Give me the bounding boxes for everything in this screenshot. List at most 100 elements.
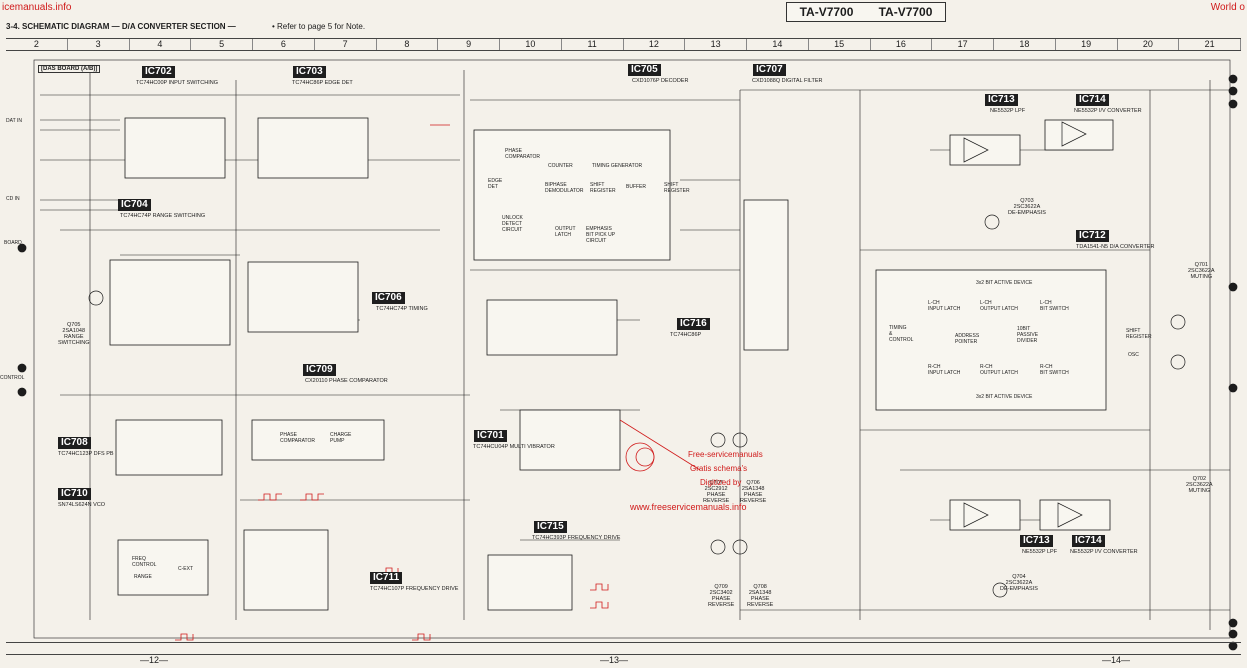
ic703-body [257,117,369,179]
page-number-13: —13— [600,655,629,665]
zone: 17 [932,39,994,50]
ic702-sub: TC74HC00P INPUT SWITCHING [136,80,219,86]
emphasis-block: EMPHASIS BIT PICK UP CIRCUIT [586,226,616,244]
page-number-12: —12— [140,655,169,665]
zone: 20 [1118,39,1180,50]
zone: 5 [191,39,253,50]
board-outline [33,59,1231,639]
transistor-q705 [88,290,104,306]
ic714b-sub: NE5532P I/V CONVERTER [1070,549,1138,555]
freq-control-block: FREQ CONTROL [132,556,157,568]
watermark-line-1: Free-servicemanuals [688,450,763,459]
board-label: [DAS BOARD (A/B)] [38,65,101,73]
q703-label: Q703 2SC3622A DE-EMPHASIS [1008,198,1046,216]
transistor-q707 [710,432,726,448]
ic706-label: IC706 [372,292,405,304]
ic715-label: IC715 [534,521,567,533]
ic714a-label: IC714 [1076,94,1109,106]
watermark-logo [625,442,655,472]
transistor-q704 [992,582,1008,598]
connector-3 [17,387,27,397]
zone: 8 [377,39,439,50]
model-box: TA-V7700 TA-V7700 [786,2,946,22]
l-output-latch-block: L-CH OUTPUT LATCH [980,300,1018,312]
model-name-1: TA-V7700 [799,5,854,19]
ic710-sub: SN74LS624N VCO [58,502,106,508]
ic701-body [519,409,621,471]
zone-ruler-bottom [6,642,1241,655]
opamp-symbol [1057,502,1083,528]
unlock-detect-block: UNLOCK DETECT CIRCUIT [502,215,523,233]
r-bit-switch-block: R-CH BIT SWITCH [1040,364,1069,376]
zone: 11 [562,39,624,50]
buffer-block: BUFFER [626,184,646,190]
zone: 13 [685,39,747,50]
site-label-right[interactable]: World o [1210,2,1245,13]
zone: 9 [438,39,500,50]
phase-comparator-block: PHASE COMPARATOR [505,148,541,160]
page-number-14: —14— [1102,655,1131,665]
ic704-label: IC704 [118,199,151,211]
edge-det-block: EDGE DET [488,178,503,190]
charge-pump-block: CHARGE PUMP [330,432,352,444]
ic704-body [109,259,231,346]
transistor-q706 [732,432,748,448]
connector-5 [17,243,27,253]
zone: 7 [315,39,377,50]
ic711-sub: TC74HC107P FREQUENCY DRIVE [370,586,459,592]
watermark-url[interactable]: www.freeservicemanuals.info [630,502,747,512]
connector-10 [1228,86,1238,96]
timing-generator-block: TIMING GENERATOR [592,163,643,169]
q701-label: Q701 2SC3622A MUTING [1188,262,1215,280]
zone: 2 [6,39,68,50]
ic715-sub: TC74HC393P FREQUENCY DRIVE [532,535,621,541]
ic702-label: IC702 [142,66,175,78]
ic707-label: IC707 [753,64,786,76]
ic714a-sub: NE5532P I/V CONVERTER [1074,108,1142,114]
ic712-label: IC712 [1076,230,1109,242]
ic706-sub: TC74HC74P TIMING [376,306,428,312]
transistor-q708 [732,539,748,555]
range-block: RANGE [134,574,152,580]
waveform-mark [590,601,609,609]
ic713b-label: IC713 [1020,535,1053,547]
ic714a-body [1044,119,1114,151]
ic713a-body [949,134,1021,166]
ic707-sub: CXD1088Q DIGITAL FILTER [752,78,823,84]
ic708-body [115,419,223,476]
ic702-body [124,117,226,179]
connector-4 [17,363,27,373]
zone: 3 [68,39,130,50]
diagram-note: • Refer to page 5 for Note. [272,22,366,31]
ic707-body [743,199,789,351]
transistor-q701a [1170,314,1186,330]
counter-block: COUNTER [548,163,573,169]
q704-label: Q704 2SC3622A DE-EMPHASIS [1000,574,1038,592]
waveform-mark [590,583,609,591]
address-pointer-block: ADDRESS POINTER [955,333,980,345]
zone: 19 [1056,39,1118,50]
r-output-latch-block: R-CH OUTPUT LATCH [980,364,1018,376]
shift-register-block: SHIFT REGISTER [590,182,616,194]
ic712-body [875,269,1107,411]
opamp-symbol [963,502,989,528]
ic705-body [473,129,671,261]
waveform-mark [412,633,431,641]
zone: 4 [130,39,192,50]
ic713b-sub: NE5532P LPF [1022,549,1058,555]
zone: 16 [871,39,933,50]
opamp-symbol [963,137,989,163]
diagram-heading: 3-4. SCHEMATIC DIAGRAM — D/A CONVERTER S… [6,22,236,31]
model-name-2: TA-V7700 [878,5,933,19]
site-label-left[interactable]: icemanuals.info [2,2,72,13]
ic713a-label: IC713 [985,94,1018,106]
q708-label: Q708 2SA1348 PHASE REVERSE [747,584,774,608]
ic709-label: IC709 [303,364,336,376]
ic705-label: IC705 [628,64,661,76]
ic703-sub: TC74HC86P EDGE DET [292,80,353,86]
ic705-sub: CXD1076P DECODER [632,78,689,84]
ic704-sub: TC74HC74P RANGE SWITCHING [120,213,206,219]
connector-8 [1228,629,1238,639]
transistor-q709 [710,539,726,555]
